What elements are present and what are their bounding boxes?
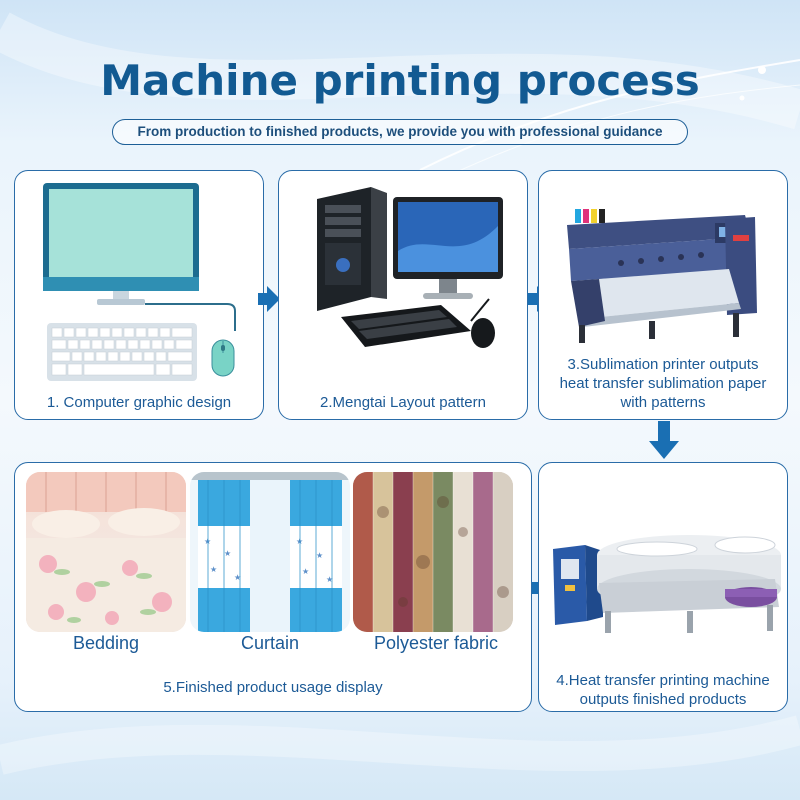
arrow-down-icon	[649, 421, 679, 459]
step-card-1: 1. Computer graphic design	[14, 170, 264, 420]
curtain-label: Curtain	[240, 633, 300, 653]
computer-icon	[43, 183, 236, 331]
svg-text:★: ★	[316, 551, 323, 560]
bedding-image	[26, 472, 186, 632]
bedding-label: Bedding	[72, 633, 140, 653]
sublimation-printer-icon	[567, 209, 757, 343]
step-5-caption: 5.Finished product usage display	[163, 679, 383, 696]
step-3-caption: 3.Sublimation printer outputs heat trans…	[559, 356, 767, 411]
svg-text:★: ★	[234, 573, 241, 582]
svg-text:★: ★	[210, 565, 217, 574]
polyester-fabric-image	[353, 472, 513, 632]
step-4-caption: 4.Heat transfer printing machine outputs…	[556, 672, 770, 708]
page-title: Machine printing process	[100, 56, 700, 105]
step-1-caption: 1. Computer graphic design	[46, 394, 232, 411]
subtitle-pill: From production to finished products, we…	[112, 119, 688, 145]
desktop-pc-icon	[317, 187, 503, 348]
mouse-icon	[211, 339, 235, 377]
svg-text:★: ★	[224, 549, 231, 558]
step-card-2: 2.Mengtai Layout pattern	[278, 170, 528, 420]
step-2-caption: 2.Mengtai Layout pattern	[320, 394, 486, 411]
arrow-right-icon	[258, 286, 280, 312]
svg-text:★: ★	[326, 575, 333, 584]
heat-press-machine-icon	[553, 535, 781, 633]
curtain-image: ★★★★ ★★★★	[190, 472, 350, 632]
keyboard-icon	[47, 323, 197, 381]
step-card-3: 3.Sublimation printer outputs heat trans…	[538, 170, 788, 420]
svg-text:★: ★	[302, 567, 309, 576]
polyester-fabric-label: Polyester fabric	[373, 633, 499, 653]
step-card-4: 4.Heat transfer printing machine outputs…	[538, 462, 788, 712]
